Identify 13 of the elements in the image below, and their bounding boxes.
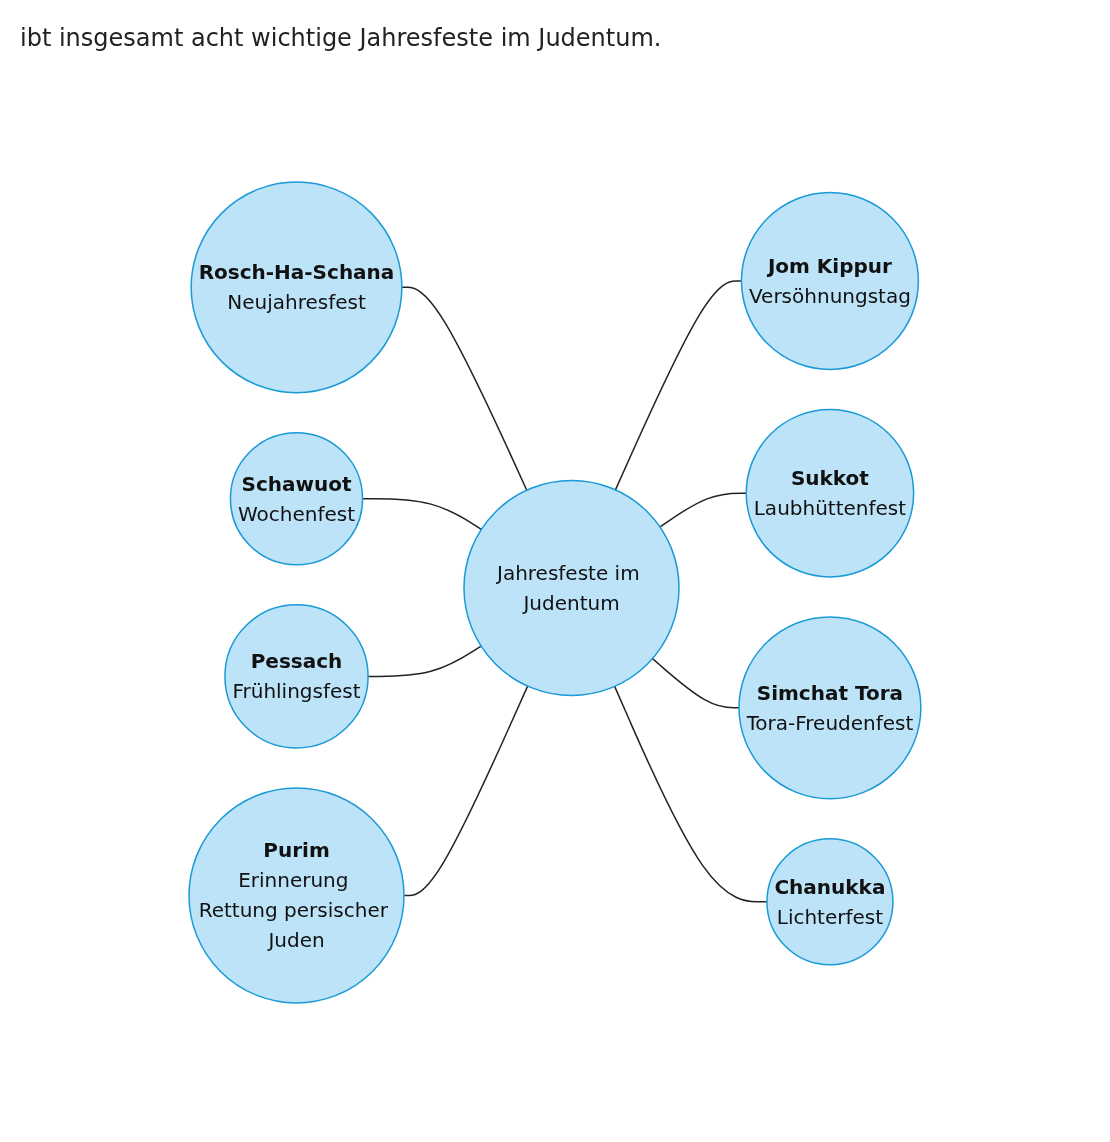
node-circle: Purim Erinnerung Rettung persischer Juden bbox=[188, 786, 405, 1004]
node-circle: Sukkot Laubhüttenfest bbox=[745, 408, 915, 578]
node-circle: Simchat Tora Tora-Freudenfest bbox=[738, 615, 922, 800]
node-circle: Jahresfeste im Judentum bbox=[463, 479, 680, 696]
node-circle: Rosch-Ha-Schana Neujahresfest bbox=[190, 180, 403, 393]
node-circle: Schawuot Wochenfest bbox=[229, 431, 364, 566]
node-circle: Pessach Frühlingsfest bbox=[224, 603, 369, 749]
connector bbox=[651, 657, 740, 709]
connector bbox=[401, 286, 528, 491]
node-circle: Jom Kippur Versöhnungstag bbox=[740, 191, 920, 370]
title: ibt insgesamt acht wichtige Jahresfeste im Judentum. bbox=[19, 23, 663, 54]
connector bbox=[613, 685, 768, 903]
node-circle: Chanukka Lichterfest bbox=[766, 837, 894, 966]
